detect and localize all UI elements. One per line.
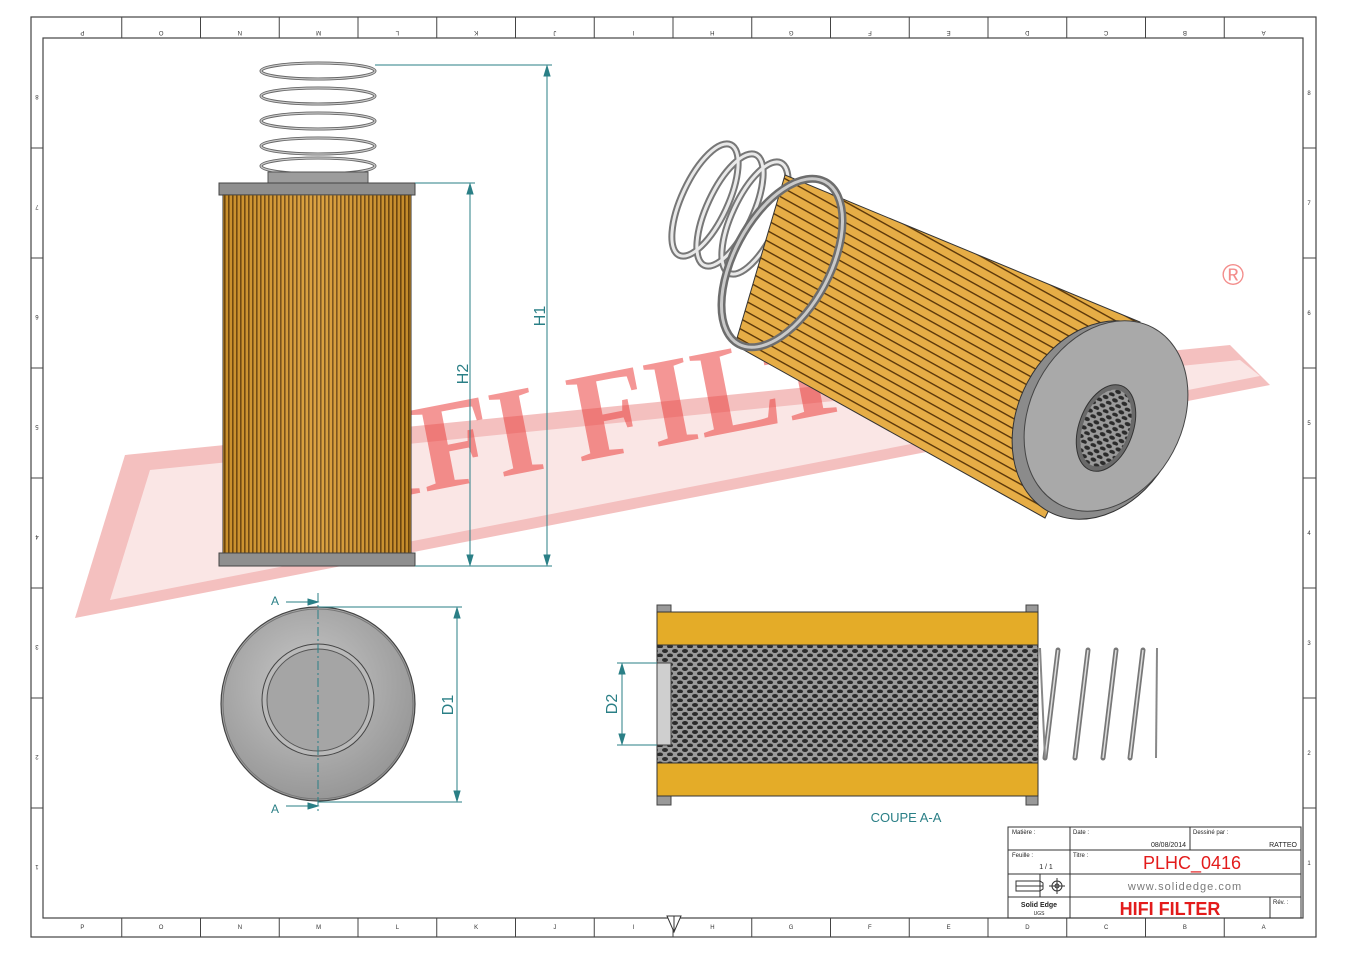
border-left-label: 7 bbox=[35, 203, 39, 209]
border-top-label: K bbox=[474, 29, 478, 35]
filter-isometric-view bbox=[668, 140, 1189, 520]
dim-d2-label: D2 bbox=[604, 694, 621, 715]
border-bottom-label: F bbox=[868, 925, 872, 931]
border-bottom-label: L bbox=[396, 925, 400, 931]
border-bottom-label: N bbox=[238, 925, 242, 931]
border-top-label: P bbox=[80, 29, 84, 35]
tb-software: Solid Edge bbox=[1021, 902, 1057, 909]
tb-feuille-value: 1 / 1 bbox=[1039, 864, 1053, 871]
border-top-label: N bbox=[238, 29, 242, 35]
border-right-label: 5 bbox=[1307, 421, 1311, 427]
border-bottom-label: G bbox=[789, 925, 794, 931]
section-mark-bottom: A bbox=[271, 802, 279, 816]
border-right-label: 7 bbox=[1307, 201, 1311, 207]
border-left-label: 4 bbox=[35, 533, 39, 539]
section-arrows bbox=[286, 598, 462, 810]
border-bottom-label: J bbox=[553, 925, 556, 931]
border-bottom-label: O bbox=[159, 925, 164, 931]
border-top-label: A bbox=[1262, 29, 1266, 35]
border-top-label: B bbox=[1183, 29, 1187, 35]
border-bottom-label: P bbox=[80, 925, 84, 931]
border-right-label: 8 bbox=[1307, 91, 1311, 97]
tb-rev-label: Rév. : bbox=[1273, 900, 1289, 906]
tb-dessine-value: RATTEO bbox=[1269, 842, 1297, 849]
tb-software-sub: UGS bbox=[1034, 911, 1046, 917]
border-top-label: I bbox=[632, 29, 634, 35]
projection-symbol-icon bbox=[1015, 878, 1065, 894]
border-left-label: 3 bbox=[35, 643, 39, 649]
dimension-lines bbox=[375, 64, 552, 567]
border-left-label: 6 bbox=[35, 313, 39, 319]
border-right-label: 6 bbox=[1307, 311, 1311, 317]
bottom-end-cap bbox=[218, 552, 416, 567]
border-left-label: 1 bbox=[35, 863, 39, 869]
section-mark-top: A bbox=[271, 594, 279, 608]
border-bottom-label: M bbox=[316, 925, 321, 931]
top-end-cap bbox=[218, 182, 416, 196]
border-top-label: G bbox=[788, 29, 793, 35]
border-left-label: 2 bbox=[35, 753, 39, 759]
tb-url: www.solidedge.com bbox=[1127, 881, 1242, 893]
filter-front-view bbox=[218, 61, 416, 567]
tb-date-value: 08/08/2014 bbox=[1151, 842, 1186, 849]
border-top-label: C bbox=[1103, 29, 1108, 35]
border-bottom-label: E bbox=[947, 925, 951, 931]
border-right-label: 3 bbox=[1307, 641, 1311, 647]
filter-section-view bbox=[656, 604, 1158, 806]
border-top-label: J bbox=[553, 29, 556, 35]
section-caption: COUPE A-A bbox=[871, 810, 942, 825]
dim-d2-lines bbox=[617, 662, 657, 746]
border-left-label: 5 bbox=[35, 423, 39, 429]
border-grid-ticks bbox=[31, 17, 1316, 937]
tb-feuille-label: Feuille : bbox=[1012, 853, 1033, 859]
border-bottom-label: I bbox=[633, 925, 635, 931]
dim-d1-label: D1 bbox=[440, 695, 457, 716]
tb-matiere-label: Matière : bbox=[1012, 830, 1036, 836]
tb-dessine-label: Dessiné par : bbox=[1193, 830, 1229, 836]
filter-top-view bbox=[220, 593, 416, 812]
border-left-label: 8 bbox=[35, 93, 39, 99]
border-bottom-label: C bbox=[1104, 925, 1109, 931]
border-top-label: F bbox=[868, 29, 872, 35]
dim-h1-label: H1 bbox=[532, 306, 549, 327]
border-top-label: L bbox=[395, 29, 399, 35]
dim-h2-label: H2 bbox=[455, 364, 472, 385]
border-top-label: O bbox=[158, 29, 163, 35]
watermark-mark: ® bbox=[1222, 259, 1244, 292]
section-pleat-bottom bbox=[656, 762, 1039, 797]
title-block bbox=[1007, 826, 1302, 919]
border-top-label: H bbox=[710, 29, 714, 35]
border-right-label: 2 bbox=[1307, 751, 1311, 757]
tb-company: HIFI FILTER bbox=[1120, 899, 1221, 919]
tb-date-label: Date : bbox=[1073, 830, 1089, 836]
border-top-label: E bbox=[947, 29, 951, 35]
section-pleat-top bbox=[656, 611, 1039, 646]
border-bottom-label: D bbox=[1025, 925, 1030, 931]
border-top-label: M bbox=[316, 29, 321, 35]
border-grid-labels: P P O O N N M M L L K K J J I I H H G G F F E E D D C C B B A A 8 8 7 7 6 6 5 5… bbox=[35, 29, 1312, 931]
border-bottom-label: B bbox=[1183, 925, 1187, 931]
border-top-label: D bbox=[1025, 29, 1030, 35]
border-bottom-label: K bbox=[474, 925, 478, 931]
border-right-label: 4 bbox=[1307, 531, 1311, 537]
border-right-label: 1 bbox=[1307, 861, 1311, 867]
tb-titre-value: PLHC_0416 bbox=[1143, 853, 1241, 874]
tb-titre-label: Titre : bbox=[1073, 853, 1088, 859]
section-core bbox=[656, 644, 1039, 764]
border-bottom-label: A bbox=[1262, 925, 1266, 931]
spring-front bbox=[259, 61, 377, 176]
center-mark-icon bbox=[666, 915, 682, 934]
border-bottom-label: H bbox=[710, 925, 714, 931]
